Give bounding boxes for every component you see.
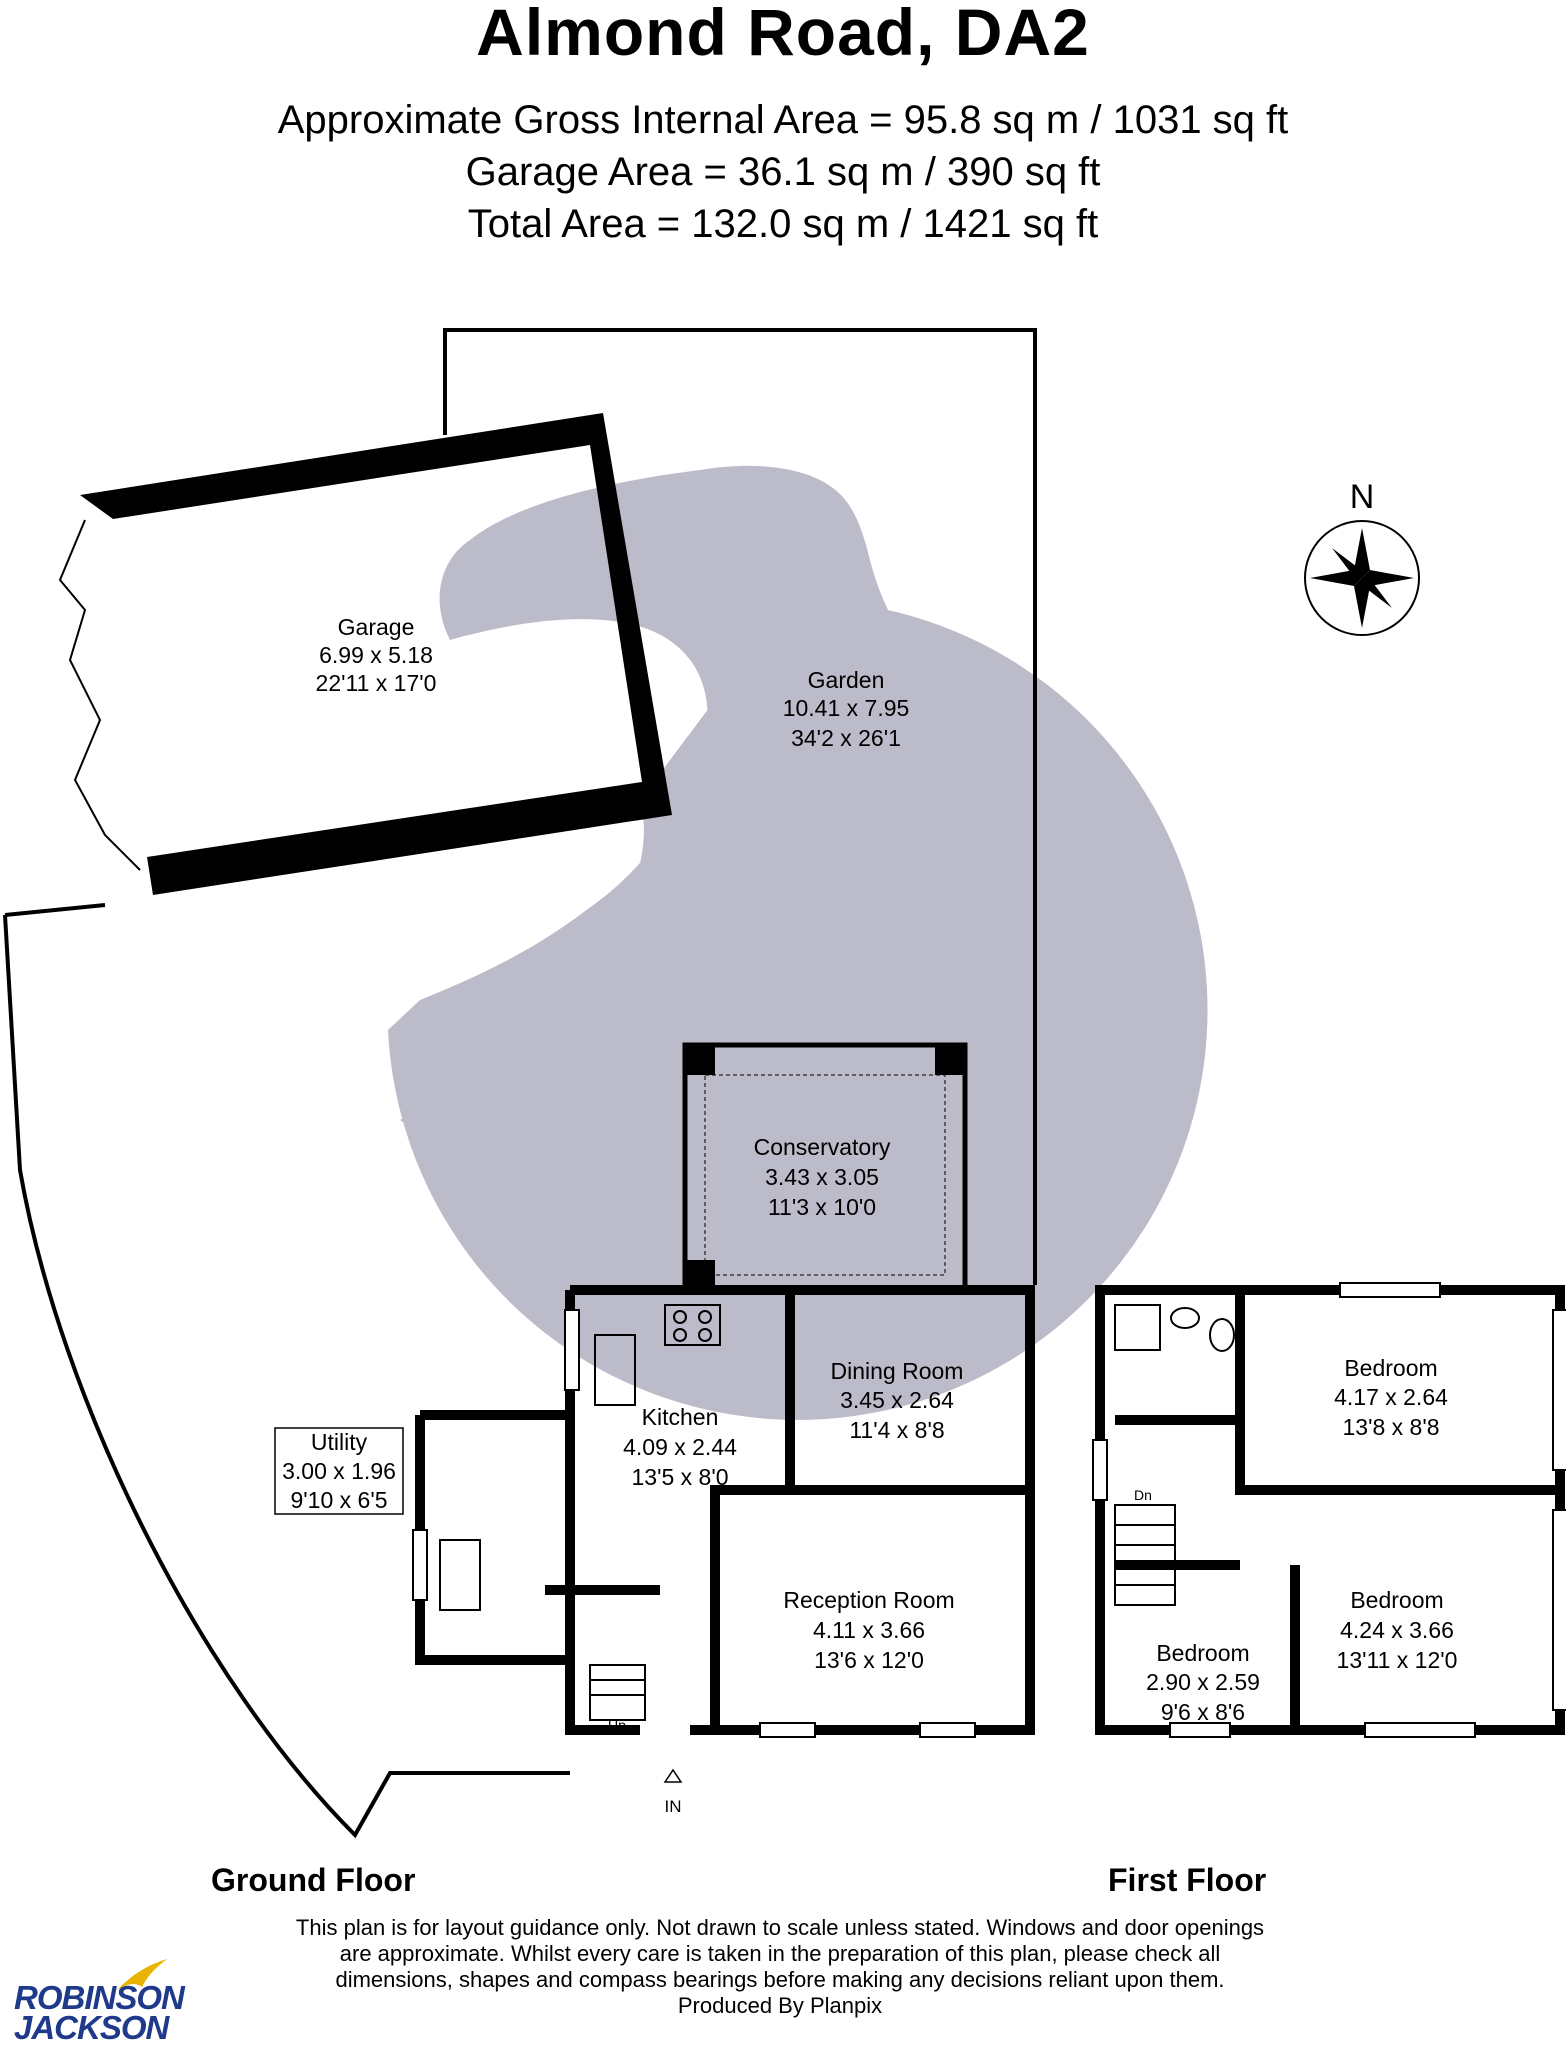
reception-imperial: 13'6 x 12'0 (814, 1647, 924, 1673)
bedroom3-imperial: 9'6 x 8'6 (1161, 1699, 1245, 1725)
conservatory-imperial: 11'3 x 10'0 (768, 1194, 876, 1220)
bathroom-fittings (1114, 1304, 1235, 1352)
garage-metric: 6.99 x 5.18 (319, 642, 433, 668)
kitchen-metric: 4.09 x 2.44 (623, 1434, 737, 1460)
stairs-down-marker: Dn (1134, 1487, 1152, 1503)
disclaimer: This plan is for layout guidance only. N… (240, 1915, 1320, 2019)
kitchen-imperial: 13'5 x 8'0 (631, 1464, 728, 1490)
kitchen-name: Kitchen (642, 1404, 719, 1430)
ground-floor-windows (412, 1309, 976, 1738)
kitchen-fittings (439, 1304, 721, 1611)
bedroom1-metric: 4.17 x 2.64 (1334, 1384, 1448, 1410)
room-label-bedroom-1: Bedroom 4.17 x 2.64 13'8 x 8'8 (1334, 1355, 1448, 1440)
room-label-garden: Garden 10.41 x 7.95 34'2 x 26'1 (783, 667, 910, 751)
logo-line-1: ROBINSON (14, 1979, 185, 2016)
entrance-arrow-icon (663, 1768, 683, 1783)
entrance-marker: IN (665, 1797, 682, 1816)
first-floor-stairs (1114, 1504, 1176, 1606)
bedroom2-name: Bedroom (1350, 1587, 1443, 1613)
bedroom3-metric: 2.90 x 2.59 (1146, 1669, 1260, 1695)
disclaimer-line-1: This plan is for layout guidance only. N… (295, 1915, 1265, 1940)
bedroom1-name: Bedroom (1344, 1355, 1437, 1381)
garden-metric: 10.41 x 7.95 (783, 695, 910, 721)
disclaimer-line-4: Produced By Planpix (677, 1993, 883, 2018)
first-floor-label: First Floor (1108, 1862, 1267, 1898)
dining-name: Dining Room (831, 1358, 964, 1384)
room-label-garage: Garage 6.99 x 5.18 22'11 x 17'0 (316, 614, 437, 696)
room-label-utility: Utility 3.00 x 1.96 9'10 x 6'5 (282, 1429, 396, 1513)
garage-imperial: 22'11 x 17'0 (316, 670, 437, 696)
room-label-conservatory: Conservatory 3.43 x 3.05 11'3 x 10'0 (754, 1134, 891, 1220)
conservatory-metric: 3.43 x 3.05 (765, 1164, 879, 1190)
plan-title: Almond Road, DA2 (476, 0, 1090, 69)
agency-logo: ROBINSON JACKSON (14, 1955, 185, 2046)
garage-name: Garage (338, 614, 415, 640)
logo-line-2: JACKSON (14, 2009, 169, 2046)
room-label-bedroom-2: Bedroom 4.24 x 3.66 13'11 x 12'0 (1337, 1587, 1458, 1673)
swallow-icon (117, 1959, 167, 1990)
bedroom1-imperial: 13'8 x 8'8 (1342, 1414, 1439, 1440)
total-area-line: Total Area = 132.0 sq m / 1421 sq ft (467, 202, 1099, 246)
ground-floor-label: Ground Floor (211, 1862, 416, 1898)
dining-imperial: 11'4 x 8'8 (849, 1417, 944, 1443)
reception-name: Reception Room (783, 1587, 954, 1613)
ground-floor-walls (415, 1285, 1035, 1735)
bedroom3-name: Bedroom (1156, 1640, 1249, 1666)
garage-area-line: Garage Area = 36.1 sq m / 390 sq ft (465, 150, 1101, 194)
garden-name: Garden (808, 667, 885, 693)
utility-imperial: 9'10 x 6'5 (290, 1487, 387, 1513)
utility-label-box (274, 1427, 404, 1515)
utility-name: Utility (311, 1429, 368, 1455)
room-label-reception: Reception Room 4.11 x 3.66 13'6 x 12'0 (783, 1587, 954, 1673)
stairs-up-marker: Up (608, 1717, 626, 1733)
disclaimer-line-3: dimensions, shapes and compass bearings … (335, 1967, 1225, 1992)
first-floor-windows (1092, 1282, 1566, 1738)
garden-imperial: 34'2 x 26'1 (791, 725, 901, 751)
ground-stairs (589, 1664, 646, 1721)
bedroom2-imperial: 13'11 x 12'0 (1337, 1647, 1458, 1673)
disclaimer-line-2: are approximate. Whilst every care is ta… (339, 1941, 1221, 1966)
room-label-kitchen: Kitchen 4.09 x 2.44 13'5 x 8'0 (623, 1404, 737, 1490)
room-label-dining: Dining Room 3.45 x 2.64 11'4 x 8'8 (831, 1358, 964, 1443)
garden-boundary (3, 328, 1037, 1839)
conservatory-name: Conservatory (754, 1134, 891, 1160)
utility-metric: 3.00 x 1.96 (282, 1458, 396, 1484)
bedroom2-metric: 4.24 x 3.66 (1340, 1617, 1454, 1643)
garage-door (58, 519, 141, 871)
watermark-logo (388, 465, 1208, 1420)
north-marker: N (1350, 478, 1375, 516)
gross-area-line: Approximate Gross Internal Area = 95.8 s… (277, 98, 1289, 142)
room-label-bedroom-3: Bedroom 2.90 x 2.59 9'6 x 8'6 (1146, 1640, 1260, 1725)
compass-rose (1304, 520, 1420, 636)
reception-metric: 4.11 x 3.66 (813, 1617, 925, 1643)
dining-metric: 3.45 x 2.64 (840, 1387, 954, 1413)
